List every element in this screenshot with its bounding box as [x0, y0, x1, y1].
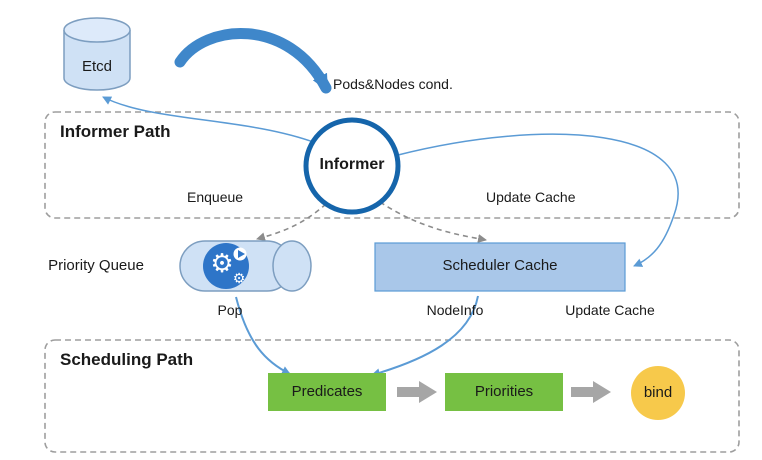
predicates-label: Predicates: [291, 383, 363, 400]
update-cache-arrow: [379, 201, 487, 244]
svg-text:⚙: ⚙: [233, 271, 246, 287]
etcd-to-informer-arrow: [174, 27, 332, 94]
enqueue-arrow: [256, 203, 327, 242]
enqueue-label: Enqueue: [187, 189, 244, 205]
etcd-node: [63, 17, 131, 91]
gears-icon: ⚙ ⚙: [203, 243, 249, 289]
pop-to-predicates-arrow: [235, 296, 291, 375]
pop-label: Pop: [217, 302, 243, 318]
scheduling-path-box: [44, 339, 740, 453]
priorities-label: Priorities: [474, 383, 534, 400]
cache-to-predicates-arrow: [371, 295, 479, 378]
informer-label: Informer: [319, 156, 385, 173]
informer-path-box: [44, 111, 740, 219]
etcd-label: Etcd: [81, 58, 112, 75]
priorities-to-bind-arrow: [571, 381, 611, 403]
priority-queue-node: ⚙ ⚙: [179, 240, 312, 292]
pods-nodes-label: Pods&Nodes cond.: [333, 76, 453, 92]
informer-to-cache-right-arrow: [397, 133, 679, 267]
nodeinfo-label: NodeInfo: [426, 302, 484, 318]
informer-to-etcd-arrow: [102, 96, 317, 144]
scheduler-cache-label: Scheduler Cache: [442, 257, 558, 274]
predicates-node: [268, 373, 386, 411]
informer-node: [303, 117, 401, 215]
priorities-node: [445, 373, 563, 411]
bind-label: bind: [643, 384, 673, 401]
update-cache-top-label: Update Cache: [486, 189, 576, 205]
bind-node: [631, 366, 685, 420]
update-cache-bottom-label: Update Cache: [565, 302, 655, 318]
svg-text:⚙: ⚙: [210, 249, 233, 279]
priority-queue-label: Priority Queue: [48, 257, 144, 274]
scheduling-path-title: Scheduling Path: [60, 350, 194, 369]
scheduler-cache-node: [374, 242, 626, 292]
informer-path-title: Informer Path: [60, 122, 171, 141]
predicates-to-priorities-arrow: [397, 381, 437, 403]
